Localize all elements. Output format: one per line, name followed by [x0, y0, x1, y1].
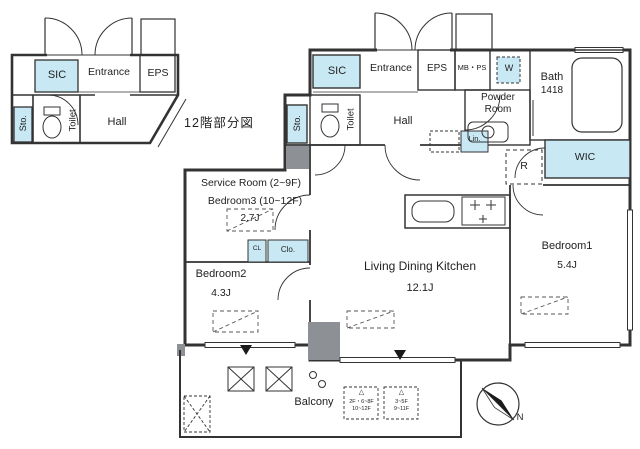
compass [476, 382, 520, 426]
balcony-hatch-boxes [183, 386, 419, 433]
bedroom3-label: Bedroom3 (10~12F) [207, 195, 303, 207]
inset-entrance-door-arcs [44, 17, 176, 56]
closets-and-rooms [247, 49, 631, 263]
ldk-size-label: 12.1J [406, 282, 434, 294]
balcony-label: Balcony [294, 396, 334, 408]
bedroom1-size-label: 5.4J [557, 259, 577, 271]
washer-space [496, 56, 521, 84]
powder-room-label: Powder Room [481, 92, 515, 115]
bath-label: Bath [540, 71, 564, 83]
closet-cl [247, 239, 267, 263]
floor-note-1-line2: 10~12F [352, 406, 371, 412]
eps-label: EPS [426, 63, 447, 74]
hall-closet [429, 130, 460, 153]
furniture-placeholders [212, 208, 569, 333]
inset-toilet-label: Toilet [67, 109, 79, 132]
service-size-label: 2.7J [240, 213, 260, 224]
inset-hall-label: Hall [107, 116, 127, 128]
bathtub [532, 57, 623, 136]
floor-note-2-mark: △ [398, 389, 405, 396]
inset-entrance-label: Entrance [87, 66, 131, 78]
inset-storage-label: Sto. [17, 115, 28, 132]
kitchen-counter [404, 194, 511, 229]
toilet-label: Toilet [345, 108, 357, 131]
entrance-label: Entrance [369, 62, 413, 74]
floor-note-1-mark: △ [358, 389, 365, 396]
inset-closets [13, 54, 176, 143]
sic-label: SIC [327, 65, 347, 77]
linen-label: Lin. [468, 134, 481, 143]
inset-toilet-fixture [42, 94, 79, 139]
ldk-label: Living Dining Kitchen [363, 259, 477, 273]
service-room-label: Service Room (2~9F) [200, 177, 302, 189]
inset-caption: 12階部分図 [184, 116, 254, 130]
entrance-door-arcs [374, 12, 493, 51]
storage-label: Sto. [291, 115, 302, 132]
wic-closet [544, 139, 631, 179]
balcony-planters [227, 366, 326, 392]
toilet-room [309, 94, 361, 146]
floor-note-2-line2: 9~11F [393, 406, 410, 412]
closet-clo-label: Clo. [280, 245, 296, 254]
bedroom2-size-label: 4.3J [211, 287, 231, 299]
floor-note-2-line1: 3~5F [395, 399, 408, 405]
door-swing-arcs [274, 94, 546, 301]
closet-cl-label: CL [252, 245, 262, 252]
sic-closet [312, 54, 361, 89]
mbps-label: MB・PS [457, 63, 487, 72]
inset-eps-label: EPS [147, 67, 169, 79]
floor-note-box-2 [383, 386, 419, 420]
inset-sic-label: SIC [47, 69, 67, 81]
toilet-fixture [320, 103, 340, 138]
balcony-outline [179, 350, 462, 438]
fridge-label: R [520, 160, 528, 172]
floor-note-1-line1: 2F・6~8F [349, 399, 374, 405]
floor-note-box-1 [343, 386, 379, 420]
compass-n-label: N [516, 412, 524, 423]
fridge-space [505, 149, 543, 185]
bedroom2-label: Bedroom2 [195, 268, 247, 280]
bedroom1-label: Bedroom1 [541, 240, 593, 252]
bath-size-label: 1418 [540, 85, 564, 96]
compass-needle-light [481, 387, 515, 421]
closet-clo [267, 239, 309, 263]
wic-label: WIC [574, 151, 596, 163]
stove [461, 196, 506, 226]
washer-label: W [504, 63, 514, 73]
kitchen-sink [411, 200, 455, 223]
storage-closet [286, 104, 308, 144]
powder-basin [467, 121, 509, 143]
wall-opening-markers [240, 345, 406, 360]
hall-label: Hall [393, 115, 413, 127]
